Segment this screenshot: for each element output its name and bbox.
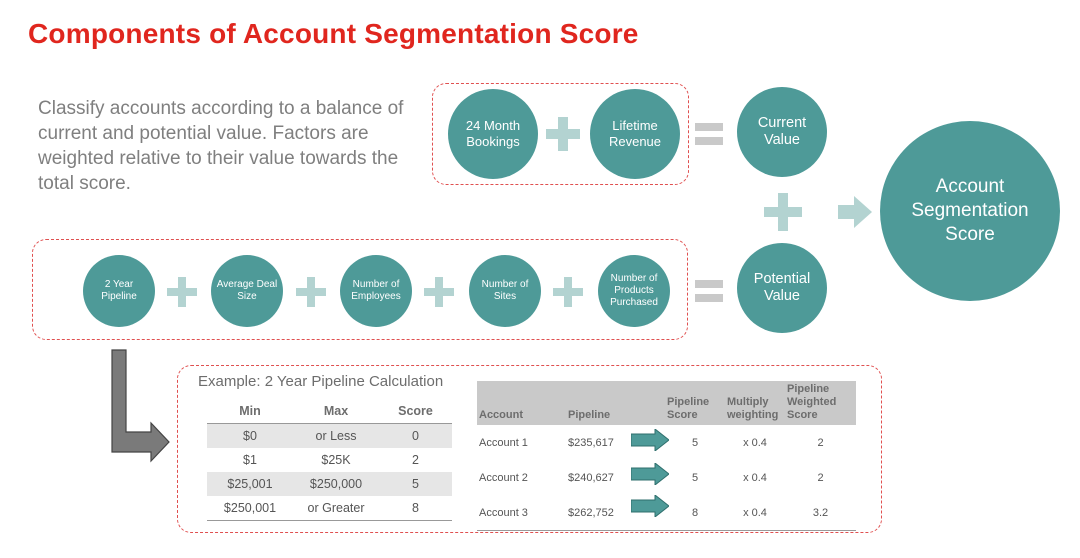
current-value-circle: Current Value (737, 87, 827, 177)
table-row: Account 3 $262,752 8 x 0.4 3.2 (477, 495, 856, 531)
row-arrow-icon (631, 463, 669, 485)
table-cell: Account 3 (479, 506, 528, 519)
table-row: Account 1 $235,617 5 x 0.4 2 (477, 425, 856, 460)
table-header-row: Account Pipeline Pipeline Score Multiply… (477, 381, 856, 425)
factor-average-deal-size: Average Deal Size (211, 255, 283, 327)
table-cell: x 0.4 (743, 436, 767, 449)
factor-number-of-products-purchased: Number of Products Purchased (598, 255, 670, 327)
table-row: Account 2 $240,627 5 x 0.4 2 (477, 460, 856, 495)
potential-value-circle: Potential Value (737, 243, 827, 333)
row-arrow-icon (631, 429, 669, 451)
factor-label: Average Deal Size (216, 279, 278, 302)
potential-factors-group (32, 239, 688, 340)
equals-icon (695, 123, 723, 145)
table-cell: $250,001 (223, 501, 277, 515)
table-cell: 3.2 (812, 506, 829, 519)
table-cell: 5 (379, 472, 452, 496)
plus-icon (553, 277, 583, 307)
table-cell: $235,617 (568, 436, 614, 449)
table-cell: or Greater (307, 501, 365, 515)
pipeline-score-table: Min Max Score $0 or Less 0 $1 $25K 2 $25… (207, 399, 452, 521)
table-cell: 0 (379, 423, 452, 448)
table-row: $0 or Less 0 (207, 423, 452, 448)
table-cell: $1 (243, 453, 257, 467)
factor-label: 2 Year Pipeline (101, 279, 137, 302)
page-title: Components of Account Segmentation Score (28, 18, 639, 49)
potential-value-label: Potential Value (753, 271, 811, 304)
table-cell: 8 (691, 506, 699, 519)
table-cell: 2 (817, 471, 824, 484)
table-cell: x 0.4 (743, 506, 767, 519)
factor-lifetime-revenue: Lifetime Revenue (590, 89, 680, 179)
plus-icon (546, 117, 580, 151)
table-cell: Account 1 (479, 436, 528, 449)
table-cell: 5 (691, 471, 699, 484)
table-cell: $25K (321, 453, 351, 467)
intro-text: Classify accounts according to a balance… (38, 98, 404, 194)
result-label: Account Segmentation Score (911, 176, 1029, 245)
column-header: Pipeline (566, 381, 665, 425)
factor-label: Number of Products Purchased (610, 273, 658, 308)
table-cell: $25,001 (207, 472, 293, 496)
factor-label: Number of Sites (481, 279, 529, 302)
table-cell: $0 (207, 423, 293, 448)
table-cell: 5 (691, 436, 699, 449)
table-cell: $262,752 (568, 506, 614, 519)
table-cell: 8 (412, 501, 419, 515)
plus-icon (424, 277, 454, 307)
table-cell: 2 (412, 453, 419, 467)
factor-label: Lifetime Revenue (608, 118, 662, 149)
column-header: Account (477, 381, 566, 425)
table-cell: $240,627 (568, 471, 614, 484)
table-cell: $250,000 (293, 472, 379, 496)
column-header: Multiply weighting (725, 381, 785, 425)
current-value-label: Current Value (757, 115, 807, 148)
table-cell: 2 (817, 436, 824, 449)
factor-label: Number of Employees (351, 279, 401, 302)
plus-icon (167, 277, 197, 307)
table-cell: Account 2 (479, 471, 528, 484)
column-header: Score (379, 399, 452, 424)
account-score-table: Account Pipeline Pipeline Score Multiply… (477, 381, 856, 531)
plus-icon (296, 277, 326, 307)
table-cell: x 0.4 (743, 471, 767, 484)
table-row: $1 $25K 2 (207, 448, 452, 472)
example-group (177, 365, 882, 533)
factor-2-year-pipeline: 2 Year Pipeline (83, 255, 155, 327)
example-title: Example: 2 Year Pipeline Calculation (198, 373, 444, 390)
plus-icon (764, 193, 802, 231)
column-header: Min (207, 399, 293, 424)
factor-number-of-sites: Number of Sites (469, 255, 541, 327)
connector-arrow-icon (111, 349, 170, 463)
table-header-row: Min Max Score (207, 399, 452, 424)
row-arrow-icon (631, 495, 669, 517)
factor-24-month-bookings: 24 Month Bookings (448, 89, 538, 179)
factor-label: 24 Month Bookings (465, 118, 521, 149)
equals-icon (695, 280, 723, 302)
column-header: Max (293, 399, 379, 424)
column-header: Pipeline Weighted Score (785, 381, 856, 425)
table-row: $250,001 or Greater 8 (207, 496, 452, 521)
account-segmentation-score-circle: Account Segmentation Score (880, 121, 1060, 301)
arrow-right-icon (838, 196, 872, 228)
column-header: Pipeline Score (665, 381, 725, 425)
current-factors-group (432, 83, 689, 185)
table-row: $25,001 $250,000 5 (207, 472, 452, 496)
factor-number-of-employees: Number of Employees (340, 255, 412, 327)
table-cell: or Less (293, 423, 379, 448)
